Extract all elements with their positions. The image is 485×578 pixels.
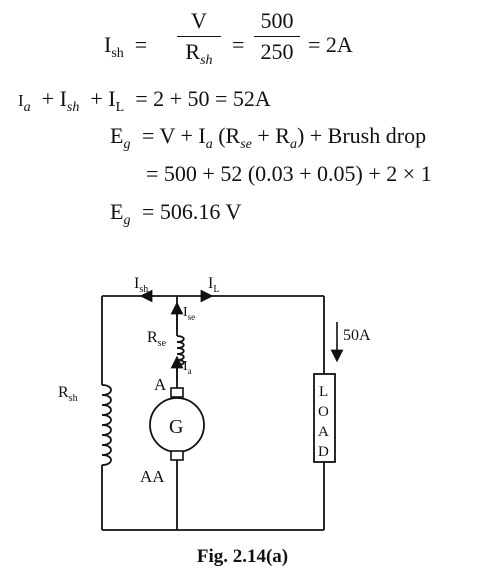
eq3: Eg = V + Ia (Rse + Ra) + Brush drop — [110, 123, 427, 152]
load-letter-o: O — [318, 404, 329, 420]
label-terminal-aa: AA — [140, 467, 165, 486]
load-letter-d: D — [318, 444, 329, 460]
load-letter-l: L — [319, 384, 328, 400]
brush-top — [170, 387, 184, 398]
figure-caption: Fig. 2.14(a) — [196, 546, 289, 567]
label-il: IL — [208, 275, 219, 295]
load-letter-a: A — [318, 424, 329, 440]
eq4: = 500 + 52 (0.03 + 0.05) + 2 × 1 — [146, 161, 432, 186]
eq1-equals-2: = — [232, 32, 245, 57]
shunt-field-coil — [101, 384, 112, 466]
eq1-fraction-v-over-rsh: V Rsh — [177, 8, 221, 69]
eq5: Eg = 506.16 V — [110, 199, 242, 228]
label-ia: Ia — [183, 359, 192, 376]
eq1-fraction-500-over-250: 500 250 — [254, 8, 300, 65]
label-load-current: 50A — [343, 327, 371, 344]
label-rse: Rse — [147, 329, 167, 349]
label-generator: G — [169, 416, 183, 438]
brush-bottom — [170, 450, 184, 461]
label-terminal-a: A — [154, 375, 167, 394]
label-rsh: Rsh — [58, 384, 78, 404]
load-box — [313, 373, 336, 463]
label-ise: Ise — [183, 305, 195, 322]
eq1-result: = 2A — [308, 32, 353, 57]
label-ish: Ish — [134, 275, 148, 295]
eq1-lhs: Ish = — [104, 32, 148, 61]
eq2: Ia + Ish + IL = 2 + 50 = 52A — [18, 86, 271, 115]
